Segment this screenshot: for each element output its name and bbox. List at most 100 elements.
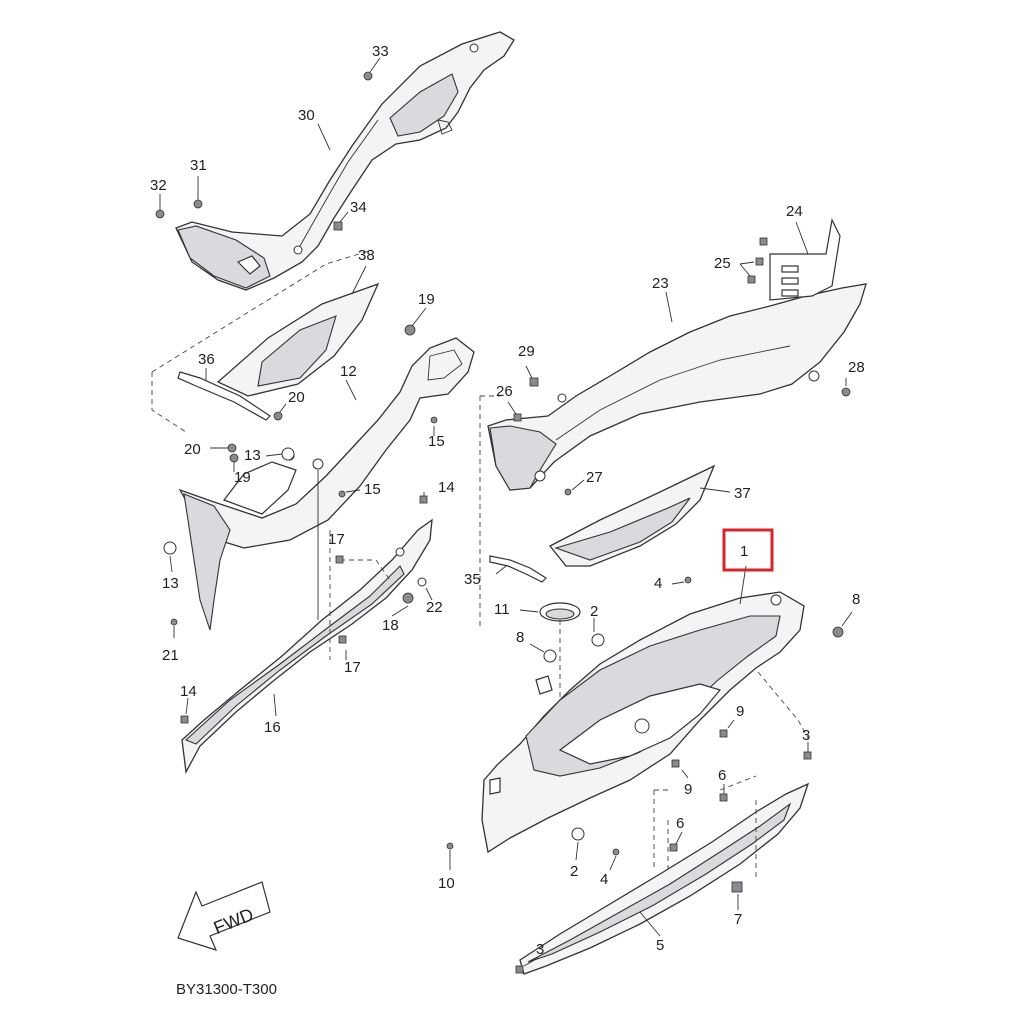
part-1-lower-side-panel [481,591,805,870]
bolt-21 [170,618,178,626]
callout-13-lower: 13 [162,575,179,592]
callout-1: 1 [740,543,748,560]
callout-labels: 33 30 31 32 34 24 38 25 23 19 29 36 12 2… [150,43,865,958]
callout-8-right: 8 [852,591,860,608]
callout-21: 21 [162,647,179,664]
bolt-20-upper [273,411,283,421]
bolt-10 [446,842,454,850]
callout-14-upper: 14 [438,479,455,496]
callout-2-upper: 2 [590,603,598,620]
part-38-panel [151,249,380,433]
clip-29 [529,377,539,387]
diagram-code: BY31300-T300 [176,981,277,998]
clip-9-lower [671,759,680,768]
callout-16: 16 [264,719,281,736]
callout-15-lower: 15 [364,481,381,498]
clip-34 [333,221,343,231]
callout-17-upper: 17 [328,531,345,548]
bolt-8-left [543,649,557,663]
bolt-22 [417,577,427,587]
callout-11: 11 [494,601,510,618]
callout-3-lower: 3 [536,941,544,958]
callout-14-lower: 14 [180,683,197,700]
clip-6-lower [669,843,678,852]
callout-20-lower: 20 [184,441,201,458]
part-11-cap [519,602,581,700]
callout-32: 32 [150,177,167,194]
bolt-32 [155,209,165,219]
clip-25-a [759,237,768,246]
part-36-cover-strip [177,368,271,421]
clip-25-b [755,257,764,266]
clip-17-upper [335,555,344,564]
callout-3-upper: 3 [802,727,810,744]
callout-6-lower: 6 [676,815,684,832]
bolt-19-upper [404,324,416,336]
clip-17-lower [338,635,347,644]
part-35-clip-strip [489,555,547,583]
callout-26: 26 [496,383,513,400]
bolt-19-lower [229,453,239,463]
bolt-4-lower [612,848,620,856]
callout-19-upper: 19 [418,291,435,308]
callout-34: 34 [350,199,367,216]
bolt-15-lower [338,490,346,498]
clip-3-upper [803,751,812,760]
callout-36: 36 [198,351,215,368]
callouts-part-30-group [155,57,381,231]
callout-9-right: 9 [736,703,744,720]
callout-9-lower: 9 [684,781,692,798]
callout-12: 12 [340,363,357,380]
callout-29: 29 [518,343,535,360]
callout-23: 23 [652,275,669,292]
clip-6-upper [719,793,728,802]
clip-14-upper [419,495,428,504]
callout-15-upper: 15 [428,433,445,450]
part-24-bracket-plate [739,218,841,301]
callout-13-upper: 13 [244,447,261,464]
callout-28: 28 [848,359,865,376]
part-30-rear-upper-cover [175,31,515,291]
callouts-part-1-group [446,565,853,871]
callout-5: 5 [656,937,664,954]
bolt-20-lower [227,443,237,453]
clip-25-c [747,275,756,284]
callout-10: 10 [438,875,455,892]
bolt-4-upper [684,576,692,584]
bolt-8-right [832,626,844,638]
grommet-13-lower [163,541,177,555]
part-16-lower-strip [181,518,433,775]
clip-9-right [719,729,728,738]
callout-30: 30 [298,107,315,124]
callout-22: 22 [426,599,443,616]
bolt-28 [841,387,851,397]
callout-27: 27 [586,469,603,486]
clip-3-lower [515,965,524,974]
callout-18: 18 [382,617,399,634]
part-5-lower-strip [519,775,810,975]
callout-24: 24 [786,203,803,220]
clip-14-lower [180,715,189,724]
callout-7: 7 [734,911,742,928]
bolt-18 [402,592,414,604]
callouts-part-16-group [180,492,433,724]
clip-26 [513,413,522,422]
callout-2-lower: 2 [570,863,578,880]
callout-4-lower: 4 [600,871,608,888]
callouts-part-5-group [515,742,812,974]
callout-33: 33 [372,43,389,60]
bolt-15-upper [430,416,438,424]
bolt-31 [193,199,203,209]
highlight-box [722,528,774,572]
bolt-33 [363,71,373,81]
callout-37: 37 [734,485,751,502]
callout-31: 31 [190,157,207,174]
bolt-27 [564,488,572,496]
part-37-trim [548,464,731,567]
callout-17-lower: 17 [344,659,361,676]
callout-8-left: 8 [516,629,524,646]
callout-20-upper: 20 [288,389,305,406]
part-23-main-side-cover [479,283,867,630]
callout-6-upper: 6 [718,767,726,784]
